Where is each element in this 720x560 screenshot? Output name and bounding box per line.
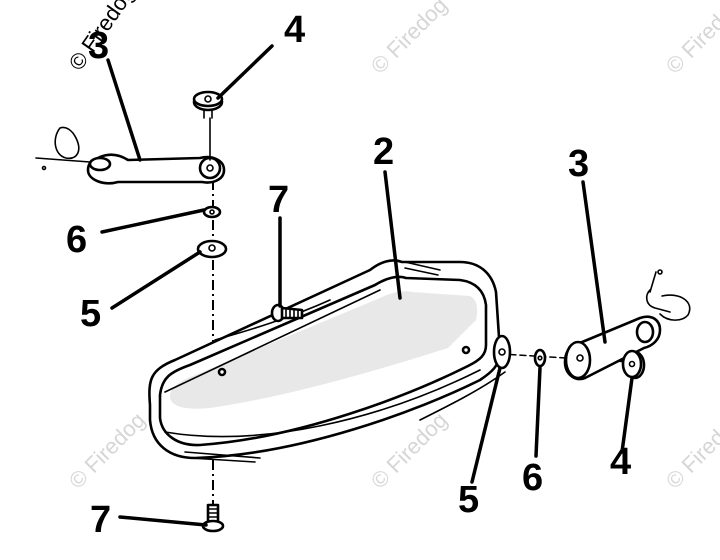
watermark-text: © Firedog	[64, 407, 150, 493]
bumper-shell-icon	[148, 259, 506, 463]
callout-6-left: 6	[66, 219, 87, 261]
callout-6-bottom: 6	[522, 457, 543, 499]
watermark-text: © Firedog	[661, 407, 720, 493]
mounting-bracket-left-icon	[35, 126, 226, 185]
watermark-text: © Firedog	[661, 0, 720, 79]
watermark-text: © Firedog	[366, 0, 452, 79]
callout-4-right: 4	[610, 441, 631, 483]
washer-right-icon	[492, 334, 512, 370]
lock-washer-right-icon	[533, 348, 547, 368]
callout-7-bottom: 7	[90, 499, 111, 541]
washer-left-icon	[196, 239, 228, 259]
callout-2-center: 2	[373, 131, 394, 173]
callout-3-left: 3	[88, 25, 109, 67]
callout-7-mid: 7	[268, 179, 289, 221]
knob-top-icon	[192, 90, 224, 161]
callouts: 3 4 6 5 7 2 3 4 6 5 7	[66, 9, 631, 541]
screw-bottom-icon	[201, 503, 225, 533]
leader-lines	[100, 44, 634, 527]
mounting-bracket-right-icon	[563, 269, 691, 381]
callout-3-right: 3	[568, 143, 589, 185]
callout-5-left: 5	[80, 293, 101, 335]
callout-4-top: 4	[284, 9, 305, 51]
callout-5-bottom: 5	[458, 479, 479, 521]
screw-mid-icon	[270, 303, 304, 323]
knob-right-icon	[621, 349, 646, 380]
lock-washer-left-icon	[202, 205, 222, 219]
